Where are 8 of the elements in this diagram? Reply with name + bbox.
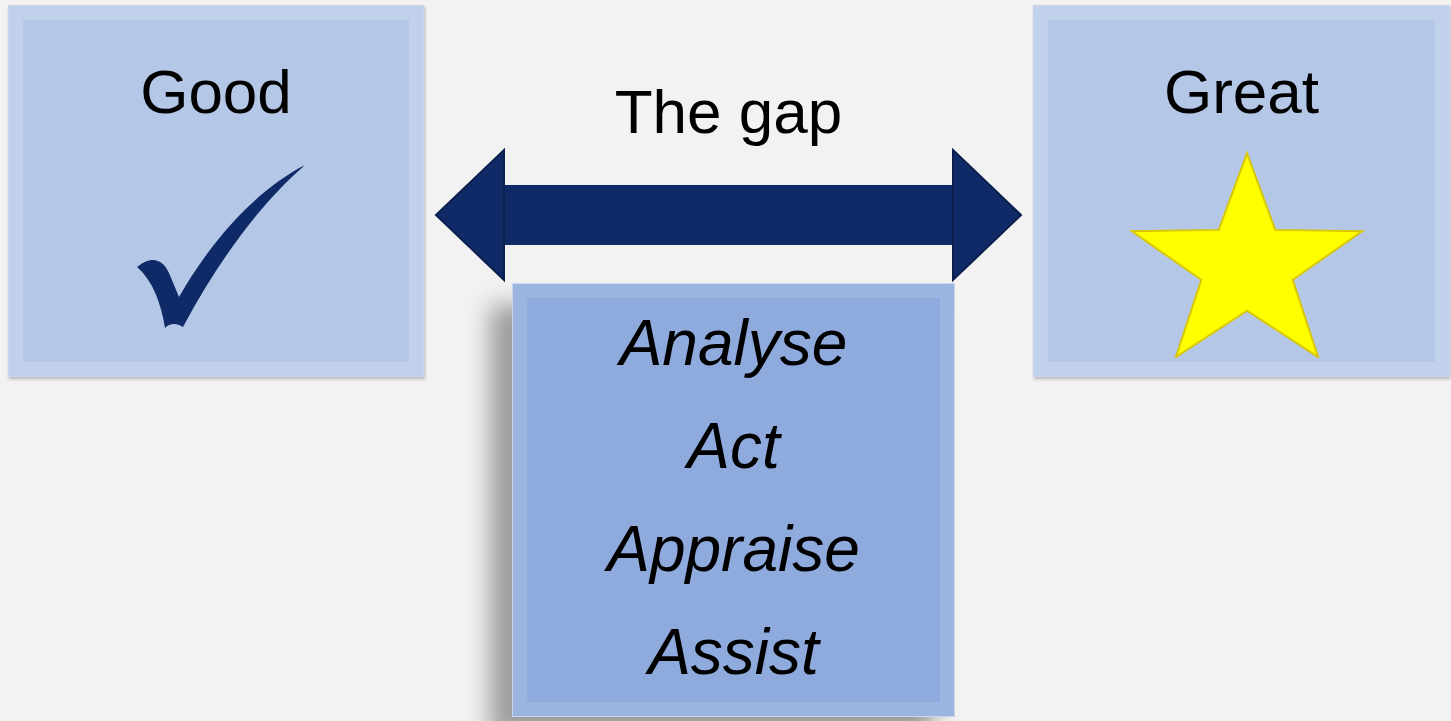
edge-label: The gap bbox=[614, 78, 843, 147]
stage-box bbox=[8, 5, 424, 377]
double-arrow bbox=[435, 149, 1022, 281]
stage-title: Great bbox=[1163, 56, 1320, 127]
stage-box bbox=[1033, 5, 1450, 377]
stage-title: Good bbox=[140, 56, 292, 127]
activity-label: Analyse bbox=[619, 306, 848, 380]
activity-box bbox=[512, 283, 955, 717]
